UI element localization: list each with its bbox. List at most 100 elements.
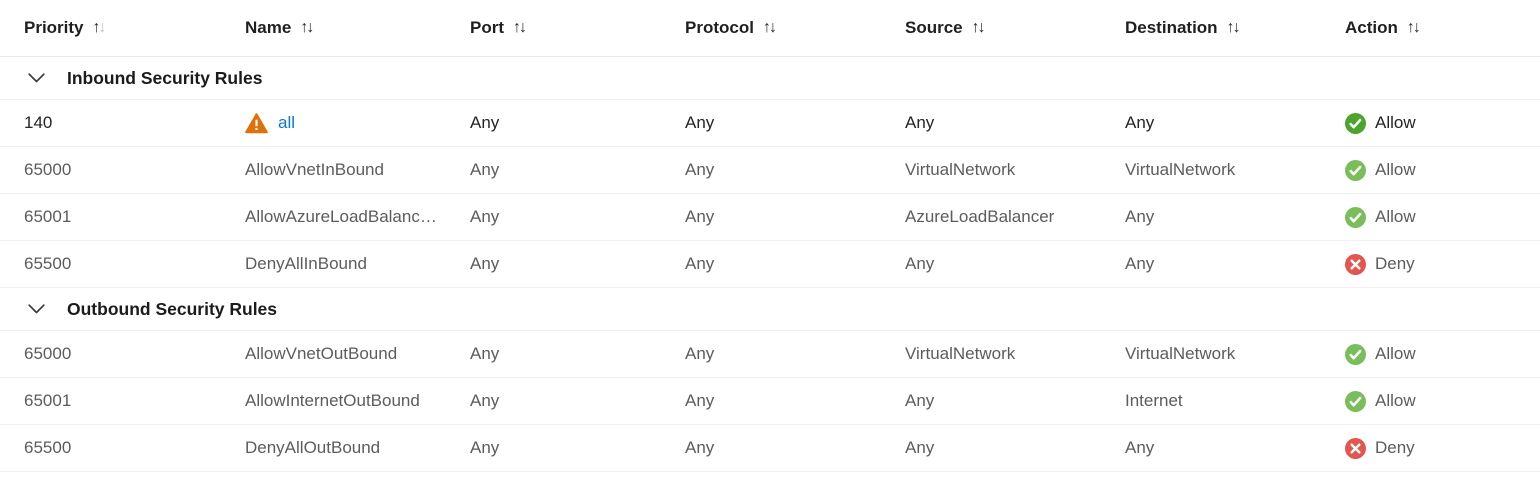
source-cell: VirtualNetwork xyxy=(905,160,1016,179)
sort-asc-icon: ↑ xyxy=(300,19,308,36)
name-cell: AllowVnetInBound xyxy=(245,160,470,180)
priority-cell: 65500 xyxy=(24,254,72,273)
column-header-port[interactable]: Port ↑ ↓ xyxy=(470,18,685,38)
column-header-name[interactable]: Name ↑ ↓ xyxy=(245,18,470,38)
port-cell: Any xyxy=(470,254,500,273)
port-cell: Any xyxy=(470,438,500,457)
table-row[interactable]: 65000 AllowVnetOutBound Any Any VirtualN… xyxy=(0,331,1540,378)
sort-desc-icon: ↓ xyxy=(768,19,777,36)
destination-cell: Internet xyxy=(1125,391,1183,410)
rule-name: AllowVnetInBound xyxy=(245,160,384,179)
sort-asc-icon: ↑ xyxy=(1406,19,1415,36)
action-label: Allow xyxy=(1375,207,1416,226)
port-cell: Any xyxy=(470,207,500,226)
section-title: Inbound Security Rules xyxy=(67,67,263,88)
priority-cell: 65500 xyxy=(24,438,72,457)
column-header-label: Name xyxy=(245,18,292,37)
sort-asc-icon: ↑ xyxy=(1226,19,1235,36)
protocol-cell: Any xyxy=(685,344,715,363)
destination-cell: Any xyxy=(1125,438,1155,457)
rule-name: DenyAllInBound xyxy=(245,254,367,273)
table-row[interactable]: 65500 DenyAllInBound Any Any Any Any Den… xyxy=(0,241,1540,288)
chevron-down-icon[interactable] xyxy=(28,304,45,314)
rule-name: DenyAllOutBound xyxy=(245,438,381,457)
priority-cell: 65001 xyxy=(24,391,72,410)
action-cell: Deny xyxy=(1345,253,1540,275)
column-header-label: Protocol xyxy=(685,18,754,37)
column-header-label: Destination xyxy=(1125,18,1218,37)
port-cell: Any xyxy=(470,391,500,410)
action-cell: Allow xyxy=(1345,343,1540,365)
name-cell: all xyxy=(245,112,470,134)
action-cell: Allow xyxy=(1345,159,1540,181)
source-cell: Any xyxy=(905,113,935,132)
allow-check-icon xyxy=(1345,112,1366,134)
section-title: Outbound Security Rules xyxy=(67,298,278,319)
sort-desc-icon: ↓ xyxy=(1232,19,1241,36)
sort-icons: ↑ ↓ xyxy=(92,19,107,37)
column-header-label: Port xyxy=(470,18,504,37)
sort-asc-icon: ↑ xyxy=(513,19,521,36)
action-cell: Allow xyxy=(1345,390,1540,412)
sort-asc-icon: ↑ xyxy=(971,19,980,36)
destination-cell: VirtualNetwork xyxy=(1125,344,1236,363)
protocol-cell: Any xyxy=(685,438,715,457)
table-row[interactable]: 65500 DenyAllOutBound Any Any Any Any De… xyxy=(0,425,1540,472)
destination-cell: VirtualNetwork xyxy=(1125,160,1236,179)
rule-name-link[interactable]: all xyxy=(278,113,296,132)
action-label: Allow xyxy=(1375,160,1416,179)
source-cell: Any xyxy=(905,438,935,457)
action-cell: Deny xyxy=(1345,437,1540,459)
name-cell: AllowAzureLoadBalanc… xyxy=(245,207,470,227)
deny-x-icon xyxy=(1345,437,1366,459)
table-row[interactable]: 140 all Any Any Any Any Allow xyxy=(0,100,1540,147)
port-cell: Any xyxy=(470,113,500,132)
sort-desc-icon: ↓ xyxy=(306,19,314,36)
deny-x-icon xyxy=(1345,253,1366,275)
action-label: Allow xyxy=(1375,391,1416,410)
sort-icons: ↑ ↓ xyxy=(1226,19,1241,37)
column-header-priority[interactable]: Priority ↑ ↓ xyxy=(24,18,245,38)
rule-name: AllowInternetOutBound xyxy=(245,391,420,410)
destination-cell: Any xyxy=(1125,207,1155,226)
column-header-label: Source xyxy=(905,18,963,37)
protocol-cell: Any xyxy=(685,160,715,179)
protocol-cell: Any xyxy=(685,254,715,273)
name-cell: DenyAllOutBound xyxy=(245,438,470,458)
column-header-action[interactable]: Action ↑ ↓ xyxy=(1345,18,1540,38)
destination-cell: Any xyxy=(1125,113,1155,132)
column-header-source[interactable]: Source ↑ ↓ xyxy=(905,18,1125,38)
section-header-row[interactable]: Inbound Security Rules xyxy=(0,57,1540,100)
action-label: Deny xyxy=(1375,438,1415,457)
sort-icons: ↑ ↓ xyxy=(971,19,986,37)
sort-desc-icon: ↓ xyxy=(977,19,986,36)
sort-icons: ↑ ↓ xyxy=(763,19,777,37)
table-row[interactable]: 65001 AllowInternetOutBound Any Any Any … xyxy=(0,378,1540,425)
sort-desc-icon: ↓ xyxy=(519,19,527,36)
sort-icons: ↑ ↓ xyxy=(513,19,527,37)
table-row[interactable]: 65000 AllowVnetInBound Any Any VirtualNe… xyxy=(0,147,1540,194)
priority-cell: 65000 xyxy=(24,344,72,363)
action-label: Allow xyxy=(1375,113,1416,132)
table-row[interactable]: 65001 AllowAzureLoadBalanc… Any Any Azur… xyxy=(0,194,1540,241)
name-cell: AllowInternetOutBound xyxy=(245,391,470,411)
action-cell: Allow xyxy=(1345,112,1540,134)
name-cell: AllowVnetOutBound xyxy=(245,344,470,364)
name-cell: DenyAllInBound xyxy=(245,254,470,274)
destination-cell: Any xyxy=(1125,254,1155,273)
section-header-row[interactable]: Outbound Security Rules xyxy=(0,288,1540,331)
chevron-down-icon[interactable] xyxy=(28,73,45,83)
priority-cell: 65001 xyxy=(24,207,72,226)
column-header-protocol[interactable]: Protocol ↑ ↓ xyxy=(685,18,905,38)
sort-asc-icon: ↑ xyxy=(92,19,101,36)
table-body: Inbound Security Rules 140 all Any Any A… xyxy=(0,57,1540,472)
port-cell: Any xyxy=(470,344,500,363)
action-label: Allow xyxy=(1375,344,1416,363)
allow-check-icon xyxy=(1345,343,1366,365)
rule-name: AllowVnetOutBound xyxy=(245,344,398,363)
column-header-destination[interactable]: Destination ↑ ↓ xyxy=(1125,18,1345,38)
action-label: Deny xyxy=(1375,254,1415,273)
action-cell: Allow xyxy=(1345,206,1540,228)
column-header-label: Action xyxy=(1345,18,1398,37)
sort-desc-icon: ↓ xyxy=(98,19,107,36)
